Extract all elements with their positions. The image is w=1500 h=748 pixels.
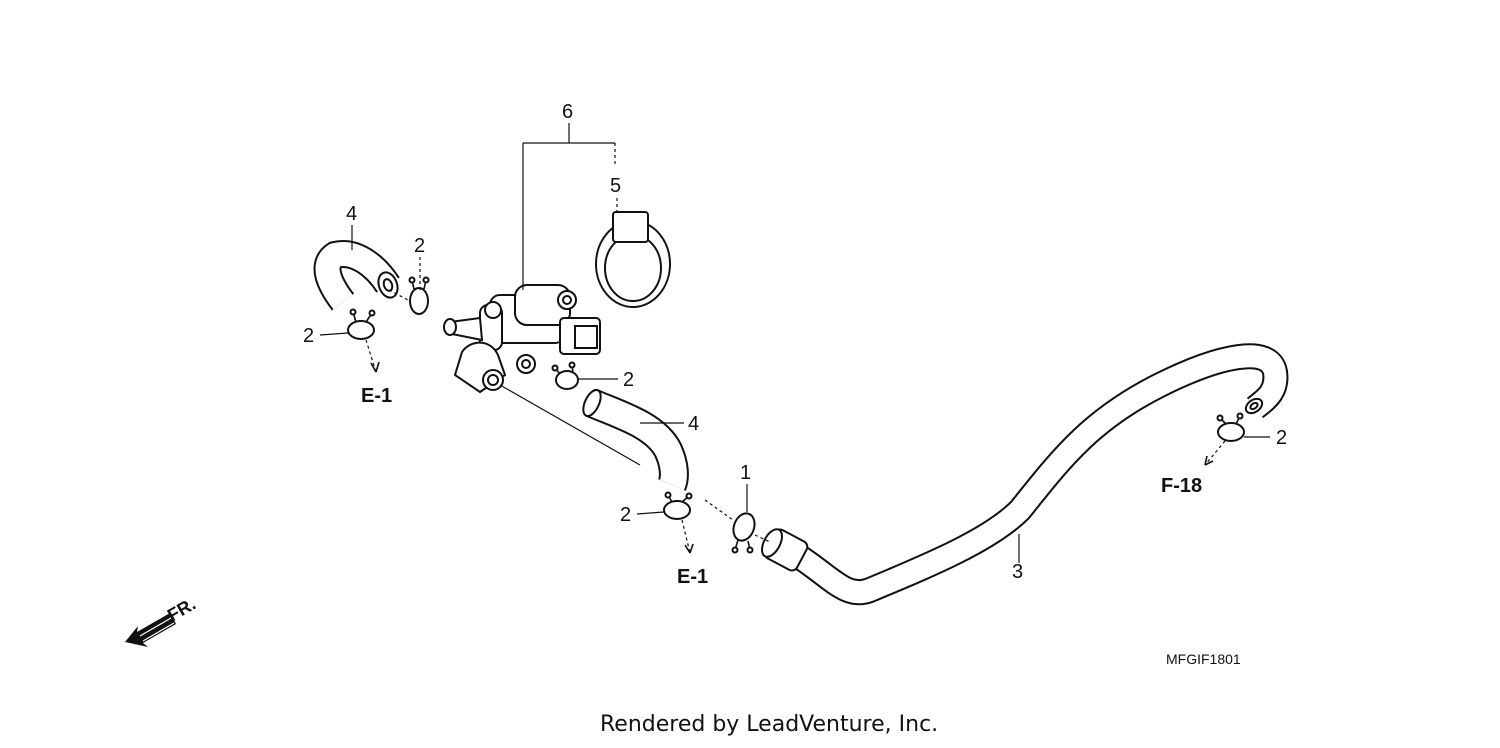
diagram-code: MFGIF1801 bbox=[1166, 651, 1241, 667]
ref-f18[interactable]: F-18 bbox=[1161, 475, 1202, 497]
label-part-2-lower: 2 bbox=[620, 504, 631, 526]
ref-e1-lower[interactable]: E-1 bbox=[677, 566, 708, 588]
label-part-2-left: 2 bbox=[303, 325, 314, 347]
arrow-left-icon bbox=[137, 612, 175, 642]
hose-3[interactable] bbox=[758, 343, 1289, 606]
label-part-4-upper: 4 bbox=[346, 203, 357, 225]
hose-3-collar bbox=[761, 528, 809, 572]
hose-4-lower[interactable] bbox=[580, 387, 689, 491]
clip-2d[interactable] bbox=[663, 491, 693, 520]
ref-e1-upper[interactable]: E-1 bbox=[361, 385, 392, 407]
clip-2b[interactable] bbox=[408, 276, 430, 315]
clamp-1[interactable] bbox=[730, 510, 758, 554]
label-part-2-upper: 2 bbox=[414, 235, 425, 257]
label-part-4-lower: 4 bbox=[688, 413, 699, 435]
leader-lines bbox=[319, 123, 1270, 563]
clip-2a[interactable] bbox=[347, 308, 376, 340]
label-part-2-right: 2 bbox=[1276, 427, 1287, 449]
air-injection-valve-6[interactable] bbox=[443, 284, 601, 394]
clip-2c[interactable] bbox=[551, 361, 579, 390]
label-part-5: 5 bbox=[610, 175, 621, 197]
hose-4-upper[interactable] bbox=[313, 240, 400, 311]
render-credit: Rendered by LeadVenture, Inc. bbox=[600, 712, 938, 737]
valve-band-5[interactable] bbox=[595, 211, 671, 308]
front-direction-indicator: FR. bbox=[125, 594, 199, 647]
label-part-2-mid: 2 bbox=[623, 369, 634, 391]
label-part-6: 6 bbox=[562, 101, 573, 123]
label-part-3: 3 bbox=[1012, 561, 1023, 583]
clip-2e[interactable] bbox=[1216, 412, 1245, 442]
label-part-1: 1 bbox=[740, 462, 751, 484]
